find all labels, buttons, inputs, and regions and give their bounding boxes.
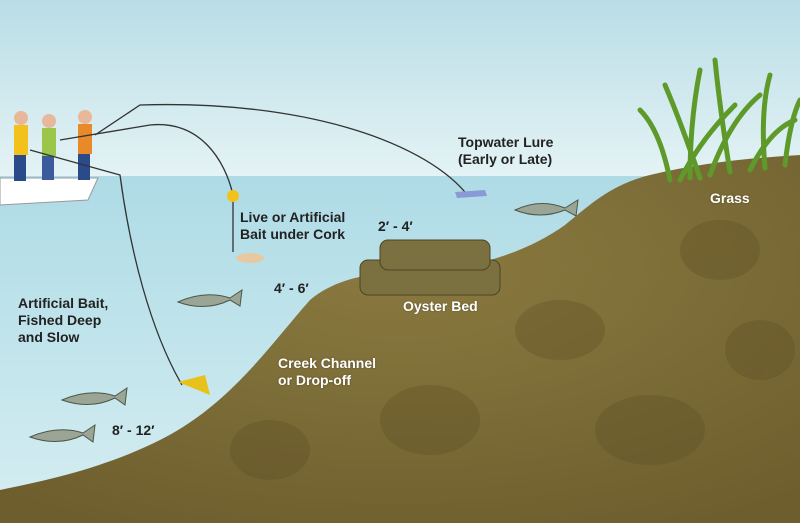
grass: [637, 57, 800, 183]
deep-line-1: Artificial Bait,: [18, 295, 109, 311]
topwater-lure: [455, 190, 487, 198]
depth-mid-label: 4′ - 6′: [274, 280, 309, 296]
creek-line-1: Creek Channel: [278, 355, 377, 371]
deep-line-3: and Slow: [18, 329, 80, 345]
depth-deep-label: 8′ - 12′: [112, 422, 155, 438]
oyster-bed-label: Oyster Bed: [403, 298, 478, 314]
depth-shallow-label: 2′ - 4′: [378, 218, 413, 234]
creek-channel-label: Creek Channel or Drop-off: [278, 355, 376, 389]
topwater-line-2: (Early or Late): [458, 151, 553, 167]
cork-line-2: Bait under Cork: [240, 226, 346, 242]
topwater-line-1: Topwater Lure: [458, 134, 554, 150]
deep-bait-label: Artificial Bait, Fished Deep and Slow: [18, 295, 108, 346]
cork-label: Live or Artificial Bait under Cork: [240, 209, 345, 243]
jig-lure: [178, 375, 210, 395]
live-bait: [236, 253, 264, 263]
grass-label: Grass: [710, 190, 750, 206]
fishermen: [14, 110, 92, 181]
fishing-lines: [29, 103, 466, 386]
boat: [0, 177, 99, 206]
topwater-label: Topwater Lure (Early or Late): [458, 134, 553, 168]
sky: [0, 0, 800, 176]
bottom-terrain: [0, 155, 800, 523]
cork: [227, 190, 239, 202]
creek-line-2: or Drop-off: [278, 372, 352, 388]
fish: [28, 199, 579, 443]
mud-texture: [230, 220, 795, 480]
oyster-bed: [359, 239, 501, 296]
deep-line-2: Fished Deep: [18, 312, 102, 328]
cork-line-1: Live or Artificial: [240, 209, 346, 225]
